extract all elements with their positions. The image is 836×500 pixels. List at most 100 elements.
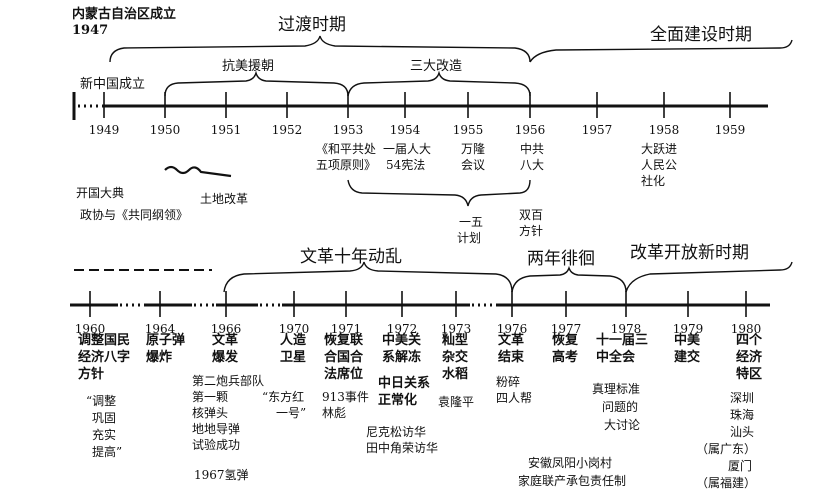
event-1973-2: 杂交 (442, 349, 468, 365)
year-label-1950: 1950 (150, 123, 181, 137)
event-1960-3: 方针 (78, 366, 104, 382)
event-1960-quote-4: 提高” (92, 444, 122, 459)
event-1960-2: 经济八字 (78, 349, 130, 365)
event-five-year-plan-2: 计划 (457, 231, 481, 245)
zone-zhuhai: 珠海 (730, 407, 754, 422)
event-1970-2: 卫星 (280, 350, 306, 365)
event-1976-1: 文革 (498, 332, 524, 348)
region-established-label: 内蒙古自治区成立 (72, 6, 176, 22)
event-great-leap-3: 社化 (641, 173, 665, 188)
event-1976-extra-1: 粉碎 (496, 374, 520, 389)
event-anhui-2: 家庭联产承包责任制 (518, 473, 626, 488)
event-1966-extra-3: 核弹头 (192, 406, 228, 420)
event-1972-visit-1: 尼克松访华 (366, 425, 426, 439)
event-1960-quote-2: 巩固 (92, 411, 116, 425)
event-peace-principles-2: 五项原则》 (316, 158, 376, 172)
event-1971-2: 合国合 (324, 349, 364, 365)
year-label-1978: 1978 (611, 322, 642, 336)
event-1966-2: 爆发 (212, 349, 239, 365)
event-1972-visit-2: 田中角荣访华 (366, 440, 438, 455)
zone-xiamen: 厦门 (728, 458, 752, 473)
year-label-1964: 1964 (145, 322, 176, 336)
event-1966-extra-5: 试验成功 (192, 437, 240, 452)
event-1971-1: 恢复联 (324, 332, 363, 348)
period-reform: 改革开放新时期 (630, 243, 749, 263)
year-label-1953: 1953 (333, 123, 364, 137)
event-1970-quote-2: 一号” (276, 406, 306, 420)
year-label-1956: 1956 (515, 123, 546, 137)
event-npc-1: 一届人大 (383, 142, 431, 156)
event-cpc8-2: 八大 (520, 158, 544, 172)
period-two-years: 两年徘徊 (527, 249, 595, 269)
event-1970-1: 人造 (280, 332, 307, 348)
event-1980-1: 四个 (736, 332, 763, 348)
period-transition: 过渡时期 (278, 15, 346, 35)
year-label-1954: 1954 (390, 123, 421, 137)
event-1973-1: 籼型 (442, 332, 468, 348)
zone-shantou: 汕头 (730, 425, 754, 439)
top-axis-ticks (103, 92, 731, 118)
event-1960-quote-1: “调整 (86, 393, 116, 408)
year-label-1977: 1977 (551, 322, 582, 336)
event-1972-2: 系解冻 (382, 349, 421, 365)
year-label-1973: 1973 (441, 322, 472, 336)
zone-shenzhen: 深圳 (730, 391, 754, 405)
event-1973-person: 袁隆平 (438, 394, 474, 409)
event-1972-1: 中美关 (382, 332, 421, 348)
event-1972-sub-1: 中日关系 (378, 375, 430, 391)
brace-transition (109, 35, 531, 63)
event-1964-1: 原子弹 (146, 332, 185, 348)
event-anhui-1: 安徽凤阳小岗村 (528, 455, 612, 470)
year-label-1976: 1976 (497, 322, 528, 336)
top-period-braces (109, 35, 793, 97)
period-cultural-revolution: 文革十年动乱 (300, 247, 402, 267)
brace-two-years (511, 265, 627, 293)
event-1979-2: 建交 (674, 349, 700, 365)
year-label-1960: 1960 (75, 322, 106, 336)
event-1976-extra-2: 四人帮 (496, 391, 532, 405)
zone-guangdong: （属广东） (696, 442, 756, 456)
year-label-1957: 1957 (582, 123, 613, 137)
year-label-1951: 1951 (211, 123, 242, 137)
year-label-1970: 1970 (279, 322, 310, 336)
event-1960-1: 调整国民 (78, 332, 130, 348)
event-1972-sub-2: 正常化 (378, 392, 417, 408)
event-1966-1: 文革 (212, 332, 238, 348)
event-1979-1: 中美 (674, 332, 701, 348)
event-1966-extra-2: 第一颗 (192, 390, 228, 404)
land-reform-squiggle (164, 165, 232, 178)
event-1973-3: 水稻 (442, 366, 468, 382)
event-peace-principles-1: 《和平共处 (316, 142, 376, 156)
event-1976-2: 结束 (498, 349, 525, 365)
event-1977-2: 高考 (552, 349, 578, 365)
event-1971-3: 法席位 (324, 366, 363, 382)
event-1978-1: 十一届三 (596, 332, 648, 348)
year-label-1971: 1971 (331, 322, 362, 336)
year-label-1958: 1958 (649, 123, 680, 137)
event-1967-hbomb: 1967氢弹 (194, 467, 249, 482)
event-founding: 开国大典 (76, 186, 124, 200)
year-label-1952: 1952 (272, 123, 303, 137)
event-1980-2: 经济 (736, 349, 763, 365)
bottom-axis-ticks (89, 291, 747, 317)
period-three-reforms: 三大改造 (410, 59, 462, 74)
year-label-1980: 1980 (731, 322, 762, 336)
event-truth-debate-3: 大讨论 (604, 418, 640, 432)
brace-full-construction (529, 39, 793, 63)
year-label-1959: 1959 (715, 123, 746, 137)
year-label-1966: 1966 (211, 322, 242, 336)
event-double-hundred-2: 方针 (519, 223, 543, 238)
event-truth-debate-1: 真理标准 (592, 382, 640, 396)
event-1966-extra-4: 地地导弹 (192, 422, 240, 436)
event-land-reform: 土地改革 (200, 192, 248, 206)
new-china-label: 新中国成立 (80, 76, 145, 92)
event-wanlong-1: 万隆 (461, 141, 485, 156)
period-full-construction: 全面建设时期 (650, 25, 752, 45)
event-1980-3: 特区 (736, 366, 762, 382)
event-1971-extra-1: 913事件 (322, 390, 369, 404)
event-1977-1: 恢复 (552, 332, 579, 348)
event-truth-debate-2: 问题的 (602, 399, 638, 414)
